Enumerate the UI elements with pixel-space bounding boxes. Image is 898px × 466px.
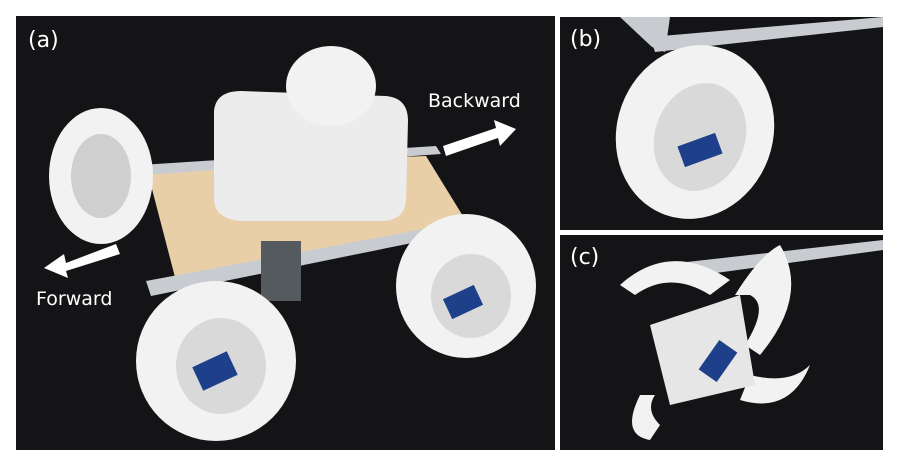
forward-arrow-icon (44, 244, 120, 278)
wheel-closed-photo (560, 17, 883, 230)
panel-b-wheel-closed: (b) (560, 17, 883, 230)
servo (698, 339, 738, 383)
robot-photo (16, 16, 555, 450)
panel-c-wheel-expanded: (c) (560, 235, 883, 450)
panel-label-b: (b) (570, 27, 602, 52)
panel-label-c: (c) (570, 245, 600, 270)
panel-a-robot-overview: (a) Backward Forward (16, 16, 555, 450)
servo (677, 132, 723, 168)
backward-arrow-icon (443, 120, 516, 156)
forward-label: Forward (36, 288, 113, 310)
wheel-back-right (286, 46, 376, 126)
wheel-segment (620, 261, 730, 295)
panel-label-a: (a) (28, 28, 59, 53)
wheel-expanded-photo (560, 235, 883, 450)
backward-label: Backward (428, 90, 521, 112)
electronics-box (214, 91, 408, 221)
